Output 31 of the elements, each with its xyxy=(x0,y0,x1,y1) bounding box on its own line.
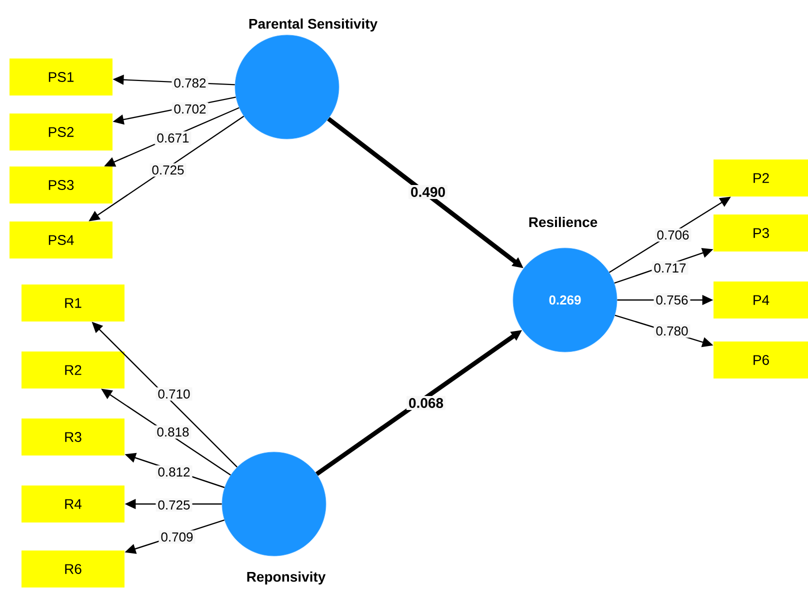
indicator-box: P2 xyxy=(714,160,808,196)
construct-name: Reponsivity xyxy=(247,571,326,585)
indicator-box: PS2 xyxy=(10,114,112,150)
indicator-box: PS4 xyxy=(10,222,112,258)
indicator-box: P6 xyxy=(714,342,808,378)
indicator-box: R2 xyxy=(22,352,124,388)
indicator-box: R4 xyxy=(22,486,124,522)
edge-label: 0.756 xyxy=(654,293,690,307)
edge-label: 0.710 xyxy=(156,387,192,401)
edge-label: 0.717 xyxy=(652,261,688,275)
indicator-box: P3 xyxy=(714,214,808,252)
edge-label: 0.671 xyxy=(154,131,192,145)
indicator-box: P4 xyxy=(714,282,808,318)
edge-label: 0.782 xyxy=(172,76,208,90)
edge-label: 0.725 xyxy=(150,163,186,177)
edge-label: 0.818 xyxy=(154,425,192,439)
indicator-box: PS3 xyxy=(10,166,112,204)
indicator-box: R6 xyxy=(22,550,124,588)
construct-name: Resilience xyxy=(529,216,598,228)
edge-label: 0.780 xyxy=(654,324,690,338)
edge-label: 0.725 xyxy=(156,498,192,512)
indicator-box: R3 xyxy=(22,418,124,456)
indicator-box: PS1 xyxy=(10,58,112,96)
edge-label: 0.812 xyxy=(156,465,192,479)
edge-label: 0.709 xyxy=(158,530,196,544)
construct-name: Parental Sensitivity xyxy=(249,18,378,32)
edge-label: 0.706 xyxy=(654,228,692,242)
edge-label: 0.490 xyxy=(408,185,448,199)
indicator-box: R1 xyxy=(22,284,124,322)
edge-label: 0.702 xyxy=(172,102,208,116)
edge-label: 0.068 xyxy=(406,396,446,410)
